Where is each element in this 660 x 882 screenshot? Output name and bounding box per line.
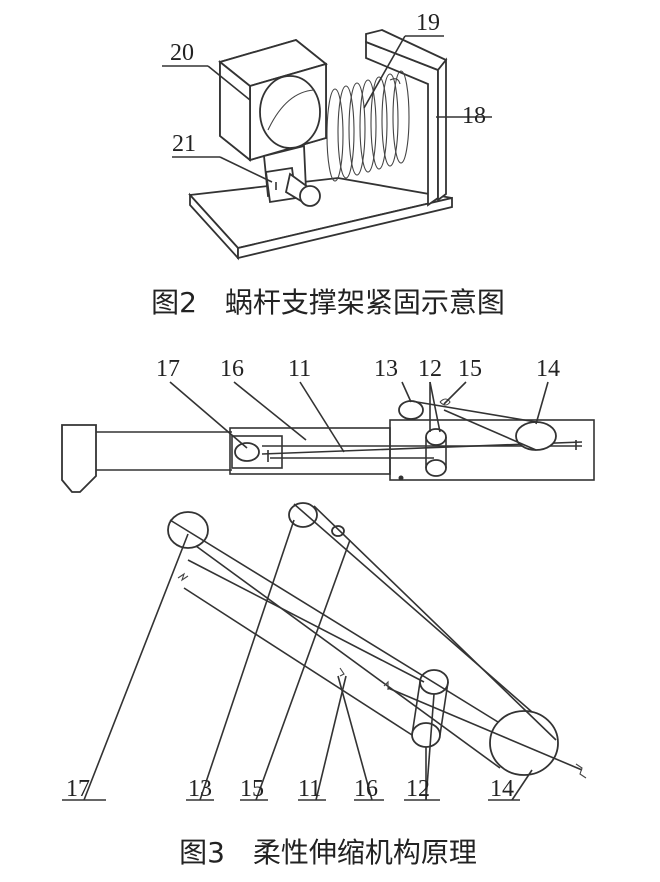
pulley-17-top (234, 442, 260, 462)
label-18: 18 (462, 103, 486, 129)
outer-housing-box (389, 419, 595, 481)
top-label-11: 11 (288, 356, 311, 382)
inner-pulley-box (231, 435, 283, 469)
spring-15-top (439, 398, 451, 406)
pulley-17 (167, 511, 209, 549)
label-20: 20 (170, 40, 194, 66)
pulley-12a-top (425, 428, 447, 446)
bottom-label-16: 16 (354, 776, 378, 802)
bottom-label-14: 14 (490, 776, 514, 802)
bottom-label-15: 15 (240, 776, 264, 802)
pulley-13 (288, 502, 318, 528)
top-label-12: 12 (418, 356, 442, 382)
cube-bore (259, 75, 321, 149)
top-label-13: 13 (374, 356, 398, 382)
figure-2-caption: 图2 蜗杆支撑架紧固示意图 (151, 286, 505, 319)
pin-end (299, 185, 321, 207)
spring-coil (326, 70, 410, 182)
pulley-13-top (398, 400, 424, 420)
pulley-12b-top (425, 459, 447, 477)
figure-2-worm-support: 20 19 18 21 图2 蜗杆支撑架紧固示意图 (151, 10, 505, 319)
handle-end (61, 424, 97, 493)
pulley-14 (489, 710, 559, 776)
figure-3-perspective-view: 17 13 15 11 16 12 14 图3 柔性伸缩机构原理 (62, 502, 587, 869)
base-plate-side (237, 196, 453, 260)
label-19: 19 (416, 10, 440, 36)
bottom-label-17: 17 (66, 776, 90, 802)
top-label-15: 15 (458, 356, 482, 382)
bottom-label-12: 12 (406, 776, 430, 802)
pulley-12b (411, 722, 441, 748)
top-label-17: 17 (156, 356, 180, 382)
bottom-label-11: 11 (298, 776, 321, 802)
upright-support-side (437, 57, 447, 202)
pulley-15 (331, 525, 345, 537)
figure-3-top-view: 17 16 11 13 12 15 14 (61, 356, 595, 493)
label-21: 21 (172, 131, 196, 157)
top-label-16: 16 (220, 356, 244, 382)
top-label-14: 14 (536, 356, 560, 382)
pulley-14-top (515, 421, 557, 451)
cube-block (218, 39, 328, 162)
bottom-label-13: 13 (188, 776, 212, 802)
figure-3-caption: 图3 柔性伸缩机构原理 (179, 836, 477, 869)
